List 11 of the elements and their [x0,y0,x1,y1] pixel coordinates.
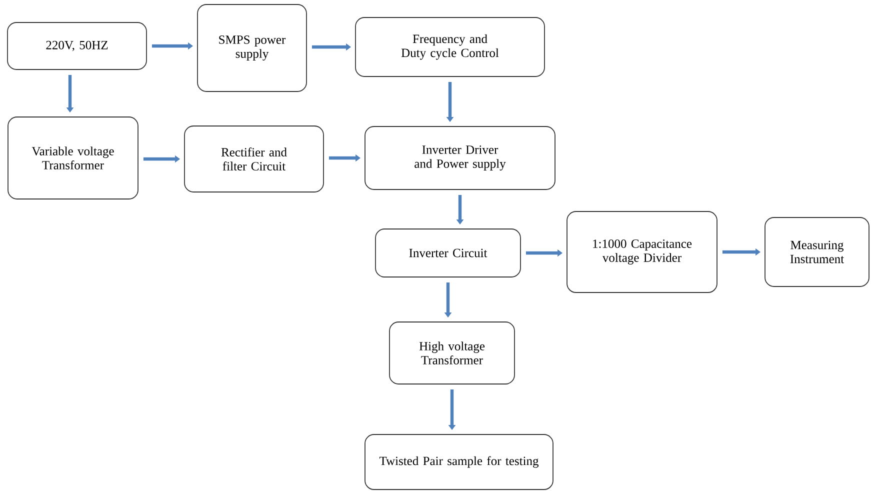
process-box: Frequency and Duty cycle Control [355,17,545,77]
process-box: High voltage Transformer [389,322,515,384]
process-box: 1:1000 Capacitance voltage Divider [566,211,718,293]
process-box: Inverter Circuit [375,228,521,278]
process-box: Variable voltage Transformer [8,116,138,200]
process-box: Measuring Instrument [764,217,870,287]
process-box: SMPS power supply [197,4,307,92]
process-box: 220V, 50HZ [7,22,147,70]
process-box: Rectifier and filter Circuit [184,126,324,192]
process-box: Inverter Driver and Power supply [364,126,556,190]
process-box: Twisted Pair sample for testing [364,434,554,490]
